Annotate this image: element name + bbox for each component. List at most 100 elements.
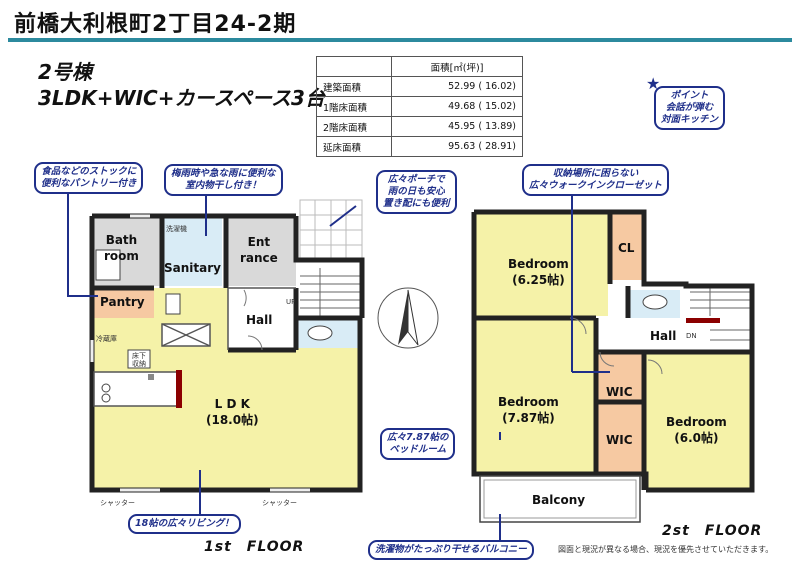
room-name: Bedroom xyxy=(666,415,727,429)
room-area: (18.0帖) xyxy=(206,413,259,427)
building-number: 2号棟 xyxy=(38,60,92,84)
balcony-outline xyxy=(479,475,641,523)
callout-line: 収納場所に困らない xyxy=(552,168,639,179)
room-name: room xyxy=(104,249,139,263)
room-label-hall-1f: Hall xyxy=(246,313,273,327)
living-callout: 18帖の広々リビング！ xyxy=(128,514,241,534)
callout-line: 会話が弾む xyxy=(665,102,714,113)
laundry-callout: 梅雨時や急な雨に便利な 室内物干し付き！ xyxy=(164,164,283,196)
room-name: L D K xyxy=(214,397,250,411)
bedroom2-fill xyxy=(474,320,596,474)
bedroom3-fill xyxy=(646,354,750,490)
room-label-sanitary: Sanitary xyxy=(164,261,221,275)
stairs-down-label: DN xyxy=(686,332,697,340)
sanitary-fill xyxy=(162,216,222,286)
shutter-label-right: シャッター xyxy=(262,499,297,507)
porch-callout: 広々ポーチで 雨の日も安心 置き配にも便利 xyxy=(376,170,457,214)
fridge-label: 冷蔵庫 xyxy=(96,335,117,343)
callout-line: 梅雨時や急な雨に便利な xyxy=(171,168,276,179)
room-area: (6.25帖) xyxy=(512,273,565,287)
floor-storage-label: 床下 収納 xyxy=(132,352,146,368)
toilet-icon xyxy=(307,325,333,341)
table-row: 2階床面積 45.95 ( 13.89) xyxy=(316,116,523,137)
room-name: Bedroom xyxy=(508,257,569,271)
interior-lines-1f xyxy=(161,287,296,350)
bathtub-icon xyxy=(95,249,121,281)
toilet-icon xyxy=(642,294,668,310)
footnote: 図面と現況が異なる場合、現況を優先させていただきます。 xyxy=(558,545,774,554)
floor-storage-box xyxy=(127,349,151,369)
sink-icon xyxy=(148,374,154,380)
callout-line: ポイント xyxy=(670,90,709,101)
pantry-callout: 食品などのストックに 便利なパントリー付き xyxy=(34,162,144,194)
kitchen-wall xyxy=(176,370,182,408)
callout-line: ベッドルーム xyxy=(389,444,447,455)
callout-line: 対面キッチン xyxy=(661,114,719,125)
room-label-bedroom3: Bedroom (6.0帖) xyxy=(666,414,727,446)
door-swing xyxy=(243,289,247,307)
room-name: Bath xyxy=(105,233,138,247)
windows-1f xyxy=(90,214,310,492)
room-label-cl: CL xyxy=(618,241,635,255)
stove-burner-icon xyxy=(101,383,111,393)
callout-line: 雨の日も安心 xyxy=(387,186,445,197)
laundry-label: 洗濯機 xyxy=(166,225,187,233)
cl-fill xyxy=(612,214,642,280)
storage-text: 収納 xyxy=(132,360,146,368)
storage-text: 床下 xyxy=(132,352,146,360)
entrance-fill xyxy=(228,216,296,286)
callout-line: 広々ウォークインクローゼット xyxy=(529,180,663,191)
room-area: (6.0帖) xyxy=(674,431,719,445)
room-label-hall-2f: Hall xyxy=(650,329,677,343)
stairs-up-label: UP xyxy=(286,298,296,306)
wic2-fill xyxy=(596,404,644,474)
area-value: 95.63 ( 28.91) xyxy=(391,136,523,157)
page-title: 前橋大利根町2丁目24-2期 xyxy=(14,12,297,37)
room-label-wic1: WIC xyxy=(606,385,633,399)
room-name: Ent xyxy=(247,235,271,249)
callout-line: 広々ポーチで xyxy=(387,174,445,185)
room-label-wic2: WIC xyxy=(606,433,633,447)
door-swing xyxy=(247,335,263,351)
second-floor-plan xyxy=(471,209,755,523)
callout-line: 食品などのストックに xyxy=(41,166,137,177)
callout-line: 置き配にも便利 xyxy=(383,198,450,209)
walls-2f xyxy=(471,209,755,493)
callout-line: 便利なパントリー付き xyxy=(41,178,137,189)
door-swing xyxy=(647,359,663,375)
kitchen-counter xyxy=(93,371,179,407)
room-label-bedroom1: Bedroom (6.25帖) xyxy=(508,256,569,288)
callout-line: 広々7.87帖の xyxy=(387,432,449,443)
room-label-pantry: Pantry xyxy=(100,295,145,309)
balcony-rail xyxy=(483,479,637,519)
shutter-label-left: シャッター xyxy=(100,499,135,507)
room-label-ldk: L D K (18.0帖) xyxy=(206,396,259,428)
north-arrow-icon xyxy=(377,287,439,349)
door-swing xyxy=(599,351,615,367)
room-label-bedroom2: Bedroom (7.87帖) xyxy=(498,394,559,426)
layout-summary: 3LDK+WIC+カースペース3台 xyxy=(38,86,325,110)
callout-line: 室内物干し付き！ xyxy=(185,180,262,191)
room-label-bath: Bath room xyxy=(104,232,139,264)
room-label-entrance: Ent rance xyxy=(240,234,278,266)
stair-rail xyxy=(686,318,720,323)
pantry-fill xyxy=(92,288,154,318)
closet-callout: 収納場所に困らない 広々ウォークインクローゼット xyxy=(522,164,670,196)
room-name: rance xyxy=(240,251,278,265)
title-underline xyxy=(8,38,792,42)
table-row: 1階床面積 49.68 ( 15.02) xyxy=(316,96,523,117)
bedroom-callout: 広々7.87帖の ベッドルーム xyxy=(380,428,456,460)
point-callout: ポイント 会話が弾む 対面キッチン xyxy=(654,86,726,130)
balcony-callout: 洗濯物がたっぷり干せるバルコニー xyxy=(368,540,534,560)
floor-label-2f: 2st FLOOR xyxy=(662,523,763,539)
washbasin-icon xyxy=(165,293,181,315)
first-floor-plan xyxy=(89,199,365,493)
hall-fill xyxy=(228,290,296,350)
room-area: (7.87帖) xyxy=(502,411,555,425)
ldk-fill-upper xyxy=(154,288,228,318)
bedroom1-fill xyxy=(474,212,608,316)
area-table: 面積[㎡(坪)] 建築面積 52.99 ( 16.02) 1階床面積 49.68… xyxy=(316,56,523,157)
stairs-2f xyxy=(690,286,750,341)
area-label: 延床面積 xyxy=(316,136,392,157)
